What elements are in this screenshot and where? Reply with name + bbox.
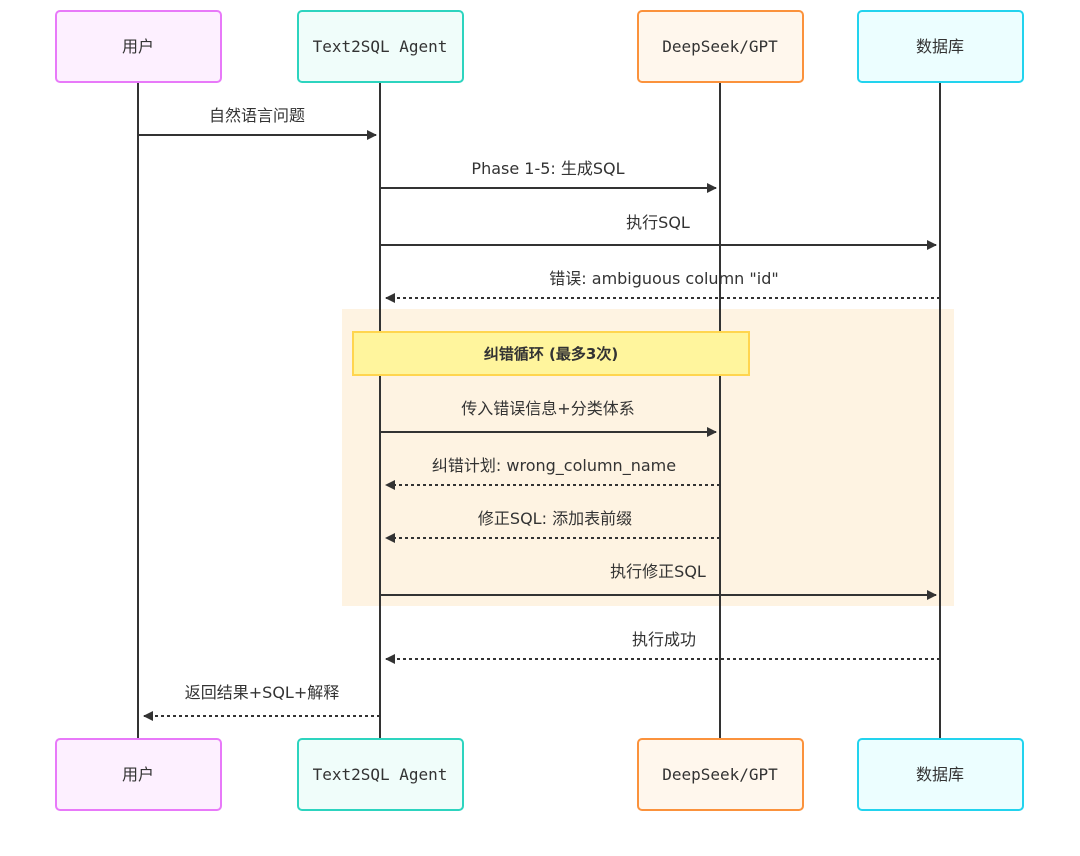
participant-label: 数据库 <box>916 37 964 56</box>
message-label: Phase 1-5: 生成SQL <box>471 159 624 178</box>
participant-label: 用户 <box>122 765 154 784</box>
message-label: 返回结果+SQL+解释 <box>185 683 339 702</box>
participant-db-top: 数据库 <box>857 10 1024 83</box>
message-9: 执行成功 <box>385 630 940 664</box>
message-label: 纠错计划: wrong_column_name <box>432 456 676 476</box>
participant-label: DeepSeek/GPT <box>662 765 778 784</box>
message-3: 执行SQL <box>380 213 937 250</box>
loop-label: 纠错循环 (最多3次) <box>484 345 618 363</box>
participant-agent-bottom: Text2SQL Agent <box>297 738 464 811</box>
message-label: 传入错误信息+分类体系 <box>461 399 634 418</box>
participant-agent-top: Text2SQL Agent <box>297 10 464 83</box>
participant-llm-bottom: DeepSeek/GPT <box>637 738 804 811</box>
participant-user-top: 用户 <box>55 10 222 83</box>
participant-db-bottom: 数据库 <box>857 738 1024 811</box>
message-label: 错误: ambiguous column "id" <box>549 269 778 288</box>
participant-llm-top: DeepSeek/GPT <box>637 10 804 83</box>
message-6: 纠错计划: wrong_column_name <box>385 456 720 490</box>
message-10: 返回结果+SQL+解释 <box>143 683 380 721</box>
message-label: 执行SQL <box>626 213 690 232</box>
message-2: Phase 1-5: 生成SQL <box>380 159 717 193</box>
participant-label: DeepSeek/GPT <box>662 37 778 56</box>
participant-label: 用户 <box>122 37 154 56</box>
message-label: 自然语言问题 <box>209 106 305 125</box>
message-5: 传入错误信息+分类体系 <box>380 399 717 437</box>
message-8: 执行修正SQL <box>380 562 937 600</box>
message-label: 执行成功 <box>632 630 696 649</box>
participant-label: 数据库 <box>916 765 964 784</box>
message-label: 修正SQL: 添加表前缀 <box>478 509 632 528</box>
loop-label-box <box>352 331 750 376</box>
message-label: 执行修正SQL <box>610 562 706 581</box>
message-4: 错误: ambiguous column "id" <box>385 269 940 303</box>
participant-user-bottom: 用户 <box>55 738 222 811</box>
message-1: 自然语言问题 <box>138 106 377 140</box>
participant-label: Text2SQL Agent <box>313 765 448 784</box>
participant-label: Text2SQL Agent <box>313 37 448 56</box>
message-7: 修正SQL: 添加表前缀 <box>385 509 720 543</box>
